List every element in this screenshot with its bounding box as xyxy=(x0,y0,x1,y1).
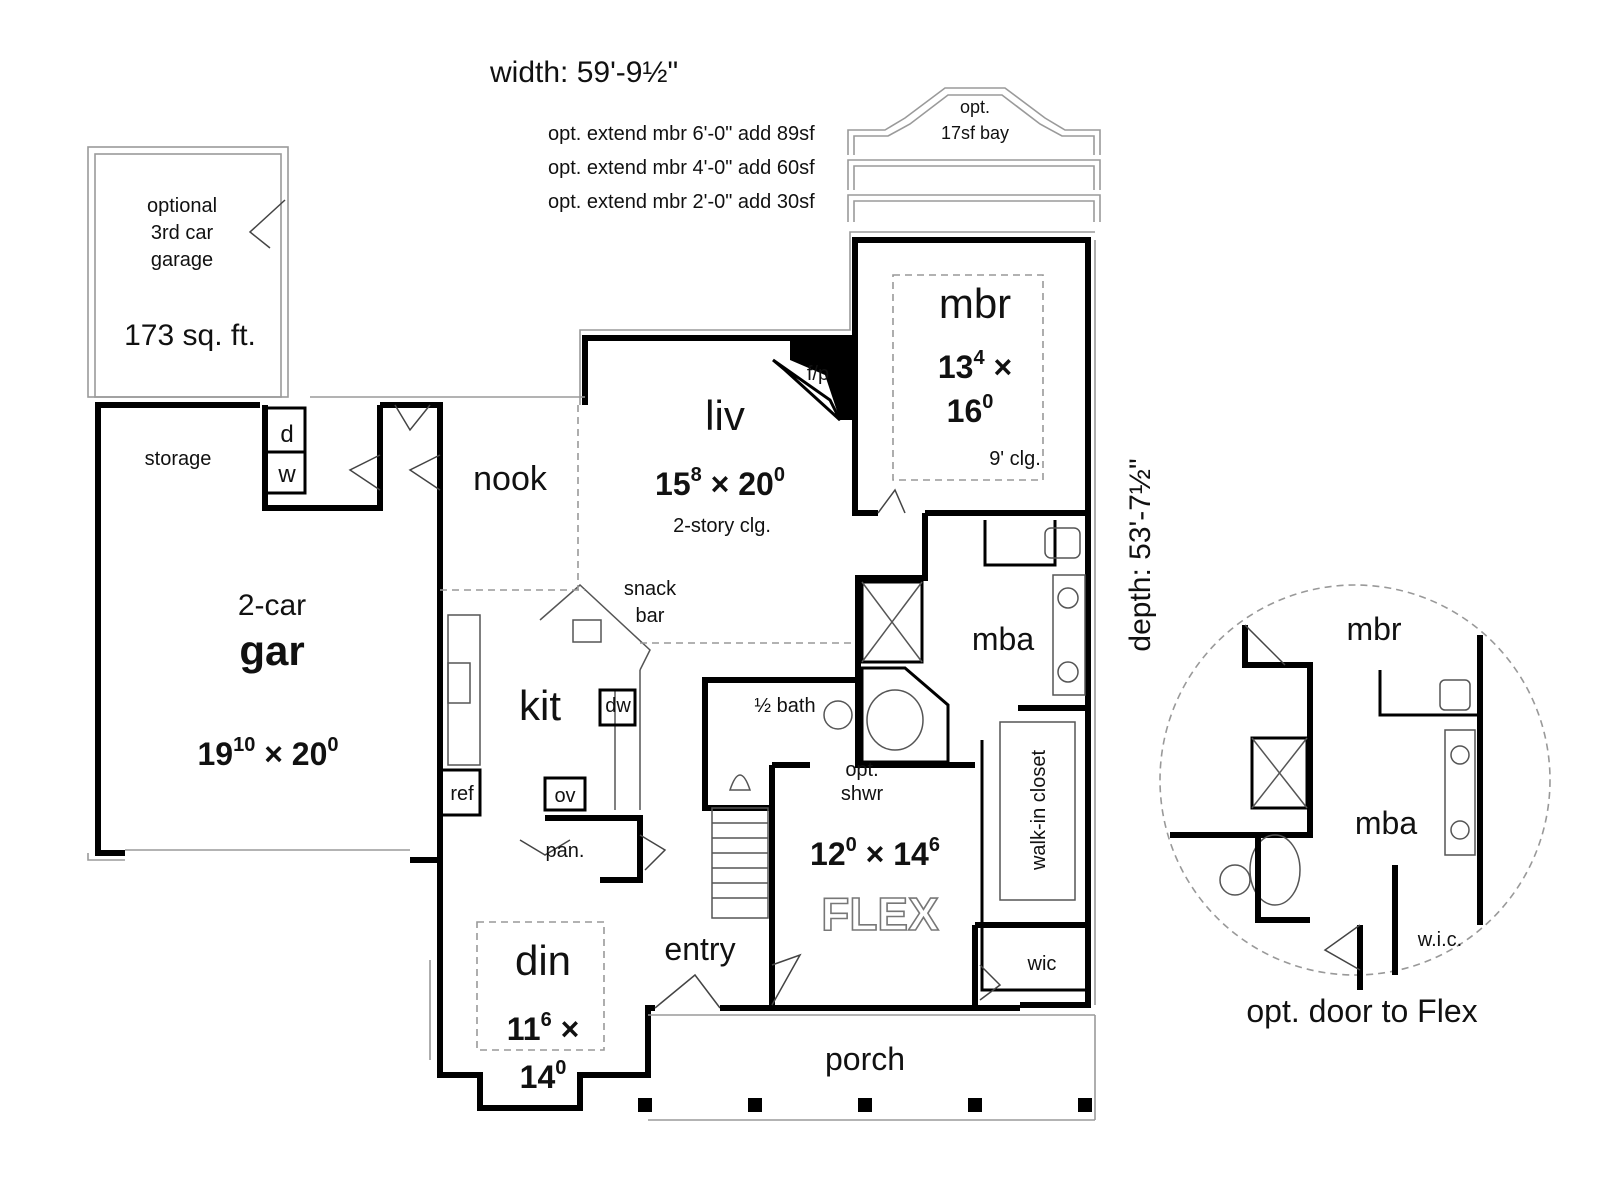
living-note: 2-story clg. xyxy=(673,515,771,537)
nook-label: nook xyxy=(473,460,548,498)
third-garage-line1: optional xyxy=(147,195,217,217)
living-name: liv xyxy=(705,392,745,439)
kitchen-name: kit xyxy=(519,682,561,729)
detail-mbr-label: mbr xyxy=(1346,611,1401,647)
snack-bar-line1: snack xyxy=(624,578,677,600)
oven-label: ov xyxy=(554,785,575,807)
bay-label-line2: 17sf bay xyxy=(941,123,1009,143)
garage-subtitle: 2-car xyxy=(238,589,306,622)
dining-name: din xyxy=(515,937,571,984)
dining-size-line1: 116 × xyxy=(507,1009,580,1047)
flex-stamp: FLEX xyxy=(821,888,939,940)
dining-room: din 116 × 140 xyxy=(507,937,580,1095)
interior-walls xyxy=(348,240,1088,1011)
living-room: liv 158 × 200 2-story clg. f/p xyxy=(655,363,829,537)
kitchen: kit snack bar dw ref ov pan. xyxy=(450,578,677,862)
mbr-name: mbr xyxy=(939,280,1011,327)
flex-room: opt. shwr 120 × 146 FLEX xyxy=(810,759,940,941)
opt-shower-line2: shwr xyxy=(841,783,884,805)
flex-size: 120 × 146 xyxy=(810,834,940,872)
opt-shower-line1: opt. xyxy=(845,759,878,781)
extend-2-label: opt. extend mbr 2'-0" add 30sf xyxy=(548,191,815,213)
wic-label: wic xyxy=(1027,953,1057,975)
pantry-label: pan. xyxy=(546,840,585,862)
dining-size-line2: 140 xyxy=(520,1057,567,1095)
optional-extensions: opt. extend mbr 6'-0" add 89sf opt. exte… xyxy=(548,87,1101,222)
optional-third-garage: optional 3rd car garage 173 sq. ft. xyxy=(87,146,289,398)
extend-4-label: opt. extend mbr 4'-0" add 60sf xyxy=(548,157,815,179)
living-size: 158 × 200 xyxy=(655,464,785,502)
mbr-ceiling-note: 9' clg. xyxy=(989,448,1041,470)
half-bath-label: ½ bath xyxy=(754,695,815,717)
detail-caption: opt. door to Flex xyxy=(1246,993,1477,1029)
detail-wic-label: w.i.c. xyxy=(1417,929,1462,951)
bay-label-line1: opt. xyxy=(960,97,990,117)
garage-size: 1910 × 200 xyxy=(197,734,338,772)
extend-6-label: opt. extend mbr 6'-0" add 89sf xyxy=(548,123,815,145)
optional-door-detail: mbr mba w.i.c. opt. door to Flex xyxy=(1159,584,1551,1029)
dishwasher-label: dw xyxy=(605,695,631,717)
dashed-outlines xyxy=(440,274,1044,1051)
porch-label: porch xyxy=(825,1041,905,1077)
walk-in-closet-label: walk-in closet xyxy=(1028,750,1050,871)
fireplace-label: f/p xyxy=(807,363,829,385)
storage-label: storage xyxy=(145,448,212,470)
mbr-size-line2: 160 xyxy=(947,391,994,429)
mbr-size-line1: 134 × xyxy=(938,347,1012,385)
refrigerator-label: ref xyxy=(450,783,474,805)
master-bedroom: mbr 134 × 160 9' clg. xyxy=(938,280,1041,470)
snack-bar-line2: bar xyxy=(636,605,665,627)
garage-name: gar xyxy=(239,627,304,674)
third-garage-line2: 3rd car xyxy=(151,222,214,244)
dryer-label: d xyxy=(280,421,293,448)
third-garage-area: 173 sq. ft. xyxy=(124,319,256,352)
entry-label: entry xyxy=(664,931,735,967)
stairs xyxy=(711,807,769,919)
depth-dimension: depth: 53'-7½" xyxy=(1124,458,1157,651)
width-dimension: width: 59'-9½" xyxy=(489,56,678,89)
garage: d w storage 2-car gar 1910 × 200 xyxy=(87,402,443,863)
washer-label: w xyxy=(277,461,296,488)
mba-label: mba xyxy=(972,621,1034,657)
third-garage-line3: garage xyxy=(151,249,213,271)
detail-mba-label: mba xyxy=(1355,805,1417,841)
